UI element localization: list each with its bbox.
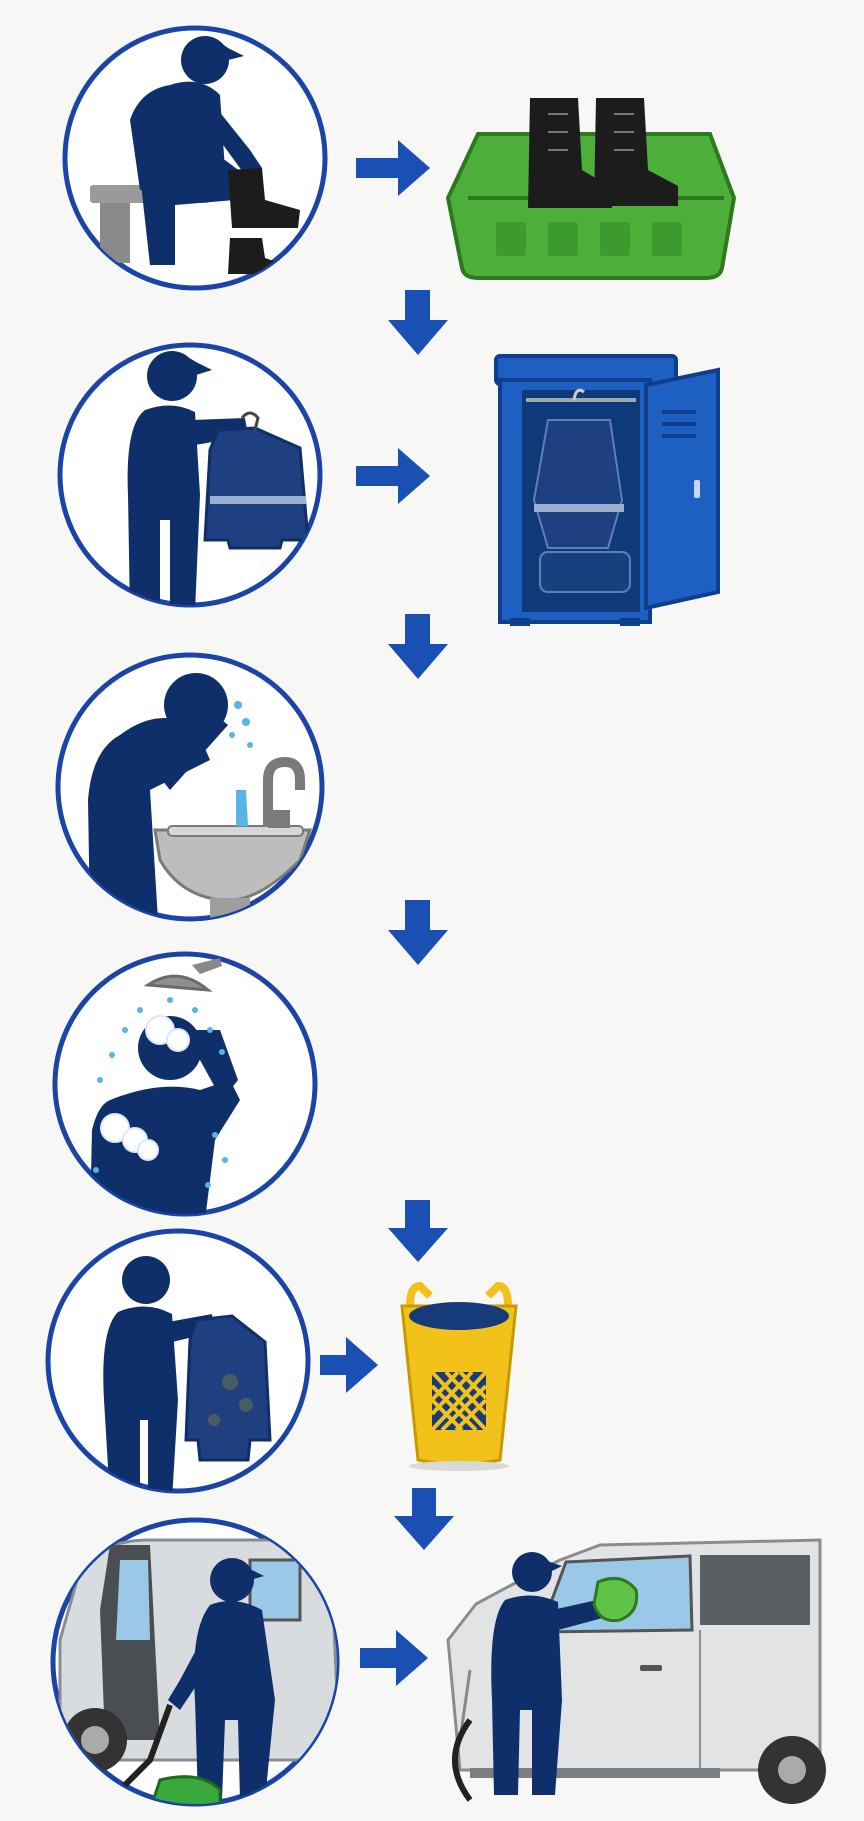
arrow-down [388, 1200, 448, 1262]
locker [494, 354, 720, 626]
clean-vehicle-exterior [446, 1538, 826, 1804]
arrow-down [388, 900, 448, 965]
step-1-remove-boots [62, 25, 328, 291]
boot-icon [528, 98, 612, 208]
worker-body [130, 81, 225, 190]
worker-body [491, 1595, 562, 1795]
step-5-ring [45, 1228, 311, 1494]
worker-body [103, 1306, 178, 1491]
worker-head [122, 1256, 170, 1304]
jacket-icon [203, 426, 310, 550]
step-4-shower [52, 951, 318, 1217]
faucet-icon [263, 756, 305, 826]
arrow-right [356, 140, 430, 196]
arrow-down [388, 290, 448, 355]
step-6-vacuum-vehicle [50, 1517, 340, 1807]
boot-icon [228, 238, 282, 274]
worker-body [127, 405, 200, 605]
boot-icon [594, 98, 678, 206]
arrow-down [394, 1488, 454, 1550]
laundry-basket [400, 1281, 518, 1471]
water-stream [236, 790, 248, 826]
arrow-down [388, 614, 448, 679]
jacket-icon [532, 419, 624, 549]
boot-tray [445, 98, 737, 280]
shower-head-icon [143, 974, 213, 992]
water-drops [93, 997, 228, 1188]
boot-icon [228, 168, 300, 228]
arrow-right [320, 1337, 378, 1393]
step-3-wash-face [55, 652, 325, 922]
arrow-right [356, 448, 430, 504]
sponge-icon [592, 1576, 639, 1623]
arrow-right [360, 1630, 428, 1686]
step-2-hang-jacket [57, 342, 323, 608]
step-5-remove-coveralls [45, 1228, 311, 1494]
worker-body [90, 1080, 240, 1214]
